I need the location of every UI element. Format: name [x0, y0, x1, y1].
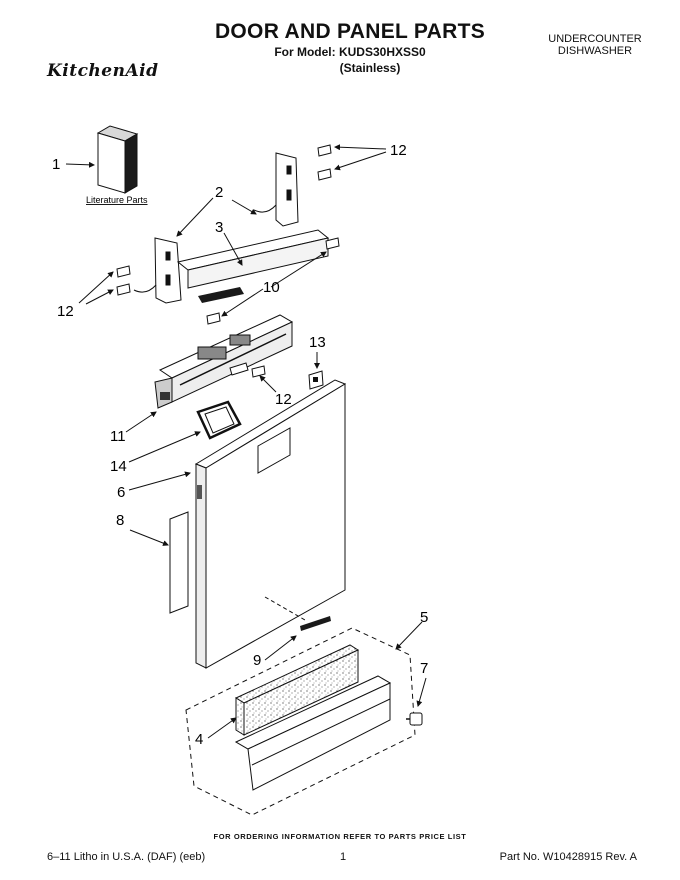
callout-12-top: 12 [390, 142, 407, 159]
door-panel [194, 379, 347, 669]
literature-parts-label: Literature Parts [86, 195, 148, 205]
callout-13: 13 [309, 334, 326, 351]
control-panel-assembly [154, 314, 294, 409]
callout-7: 7 [420, 660, 428, 677]
screws [116, 144, 340, 378]
callout-10: 10 [263, 279, 280, 296]
litho-info: 6–11 Litho in U.S.A. (DAF) (eeb) [47, 851, 206, 863]
toe-panel [234, 675, 392, 791]
callout-12-center: 12 [275, 391, 292, 408]
category-line-2: DISHWASHER [557, 45, 633, 57]
page-number: 1 [339, 851, 347, 863]
callout-numbers: 1 2 3 12 12 10 12 13 11 14 6 8 9 5 7 4 [52, 142, 428, 748]
hinge-clip [308, 370, 324, 390]
insulation-panel [169, 511, 189, 614]
callout-2: 2 [215, 184, 223, 201]
support-rail [176, 229, 330, 303]
model-variant: (Stainless) [339, 61, 401, 75]
ordering-note: FOR ORDERING INFORMATION REFER TO PARTS … [213, 832, 467, 841]
toe-panel-screw [406, 712, 423, 726]
callout-5: 5 [420, 609, 428, 626]
door-handle [196, 400, 242, 440]
leader-lines [65, 144, 427, 739]
callout-1: 1 [52, 156, 60, 173]
brand-logo: KitchenAid [47, 61, 159, 81]
callout-8: 8 [116, 512, 124, 529]
literature-parts: Literature Parts [86, 125, 148, 205]
door-brackets [133, 152, 299, 304]
page-title: DOOR AND PANEL PARTS [214, 20, 486, 43]
callout-11: 11 [110, 428, 126, 445]
appliance-category: UNDERCOUNTER DISHWASHER [535, 33, 655, 57]
callout-4: 4 [195, 731, 203, 748]
callout-12-left: 12 [57, 303, 74, 320]
callout-14: 14 [110, 458, 127, 475]
model-number: For Model: KUDS30HXSS0 [274, 45, 426, 59]
part-number: Part No. W10428915 Rev. A [499, 851, 637, 863]
category-line-1: UNDERCOUNTER [548, 33, 642, 45]
callout-9: 9 [253, 652, 261, 669]
callout-6: 6 [117, 484, 125, 501]
callout-3: 3 [215, 219, 223, 236]
